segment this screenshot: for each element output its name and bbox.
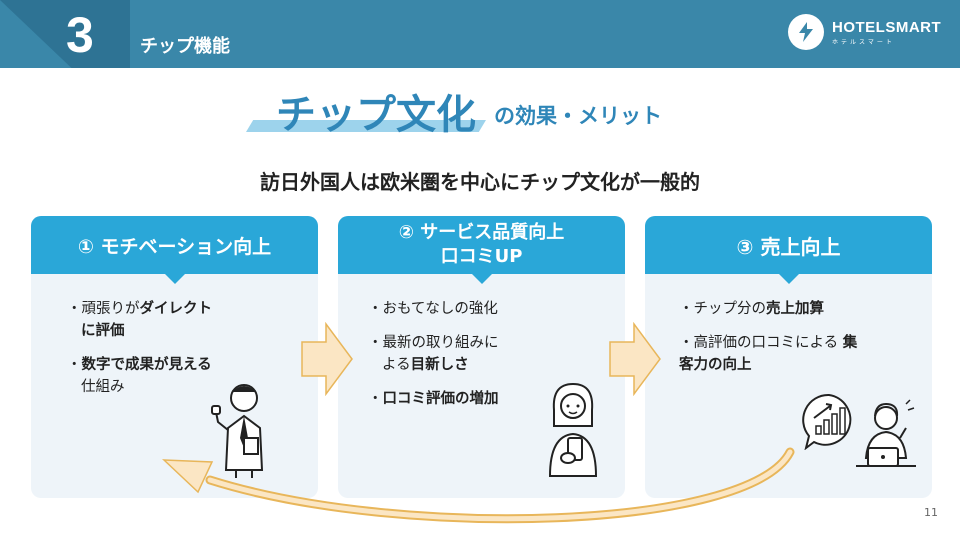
right-arrow-icon: [301, 322, 353, 396]
bullet-item: ・頑張りがダイレクト に評価: [67, 301, 212, 339]
bullet-item: ・口コミ評価の増加: [368, 391, 499, 407]
section-title: チップ機能: [140, 36, 230, 57]
bullet-item: ・最新の取り組みに よる目新しさ: [368, 335, 499, 373]
woman-phone-illustration: [548, 382, 598, 477]
card-heading: ① モチベーション向上: [31, 216, 318, 284]
section-number: 3: [66, 7, 94, 63]
bullet-item: ・高評価の口コミによる 集 客力の向上: [679, 335, 858, 373]
right-arrow-icon: [609, 322, 661, 396]
subtitle: 訪日外国人は欧米圏を中心にチップ文化が一般的: [260, 170, 700, 194]
growth-chart-icon: [802, 393, 852, 450]
logo-sub: ホテルスマート: [832, 38, 895, 46]
card-heading: ② サービス品質向上 口コミUP: [338, 216, 625, 284]
card-heading: ③ 売上向上: [645, 216, 932, 284]
businessman-illustration: [211, 384, 264, 478]
bullet-item: ・数字で成果が見える 仕組み: [67, 357, 212, 395]
logo-name: HOTELSMART: [832, 18, 942, 36]
title-underline: [246, 120, 486, 132]
cycle-arrow-icon: [162, 447, 795, 524]
hotelsmart-logo: HOTELSMART ホテルスマート: [788, 14, 941, 50]
page-title-suffix: の効果・メリット: [494, 104, 662, 128]
card-motivation: ① モチベーション向上 ・頑張りがダイレクト に評価 ・数字で成果が見える 仕組…: [31, 216, 318, 498]
page-title: チップ文化: [276, 92, 476, 138]
woman-laptop-illustration: [856, 399, 916, 467]
bullet-item: ・おもてなしの強化: [368, 301, 498, 317]
lightning-icon: [788, 14, 824, 50]
page-number: 11: [924, 506, 938, 519]
bullet-item: ・チップ分の売上加算: [679, 301, 824, 317]
